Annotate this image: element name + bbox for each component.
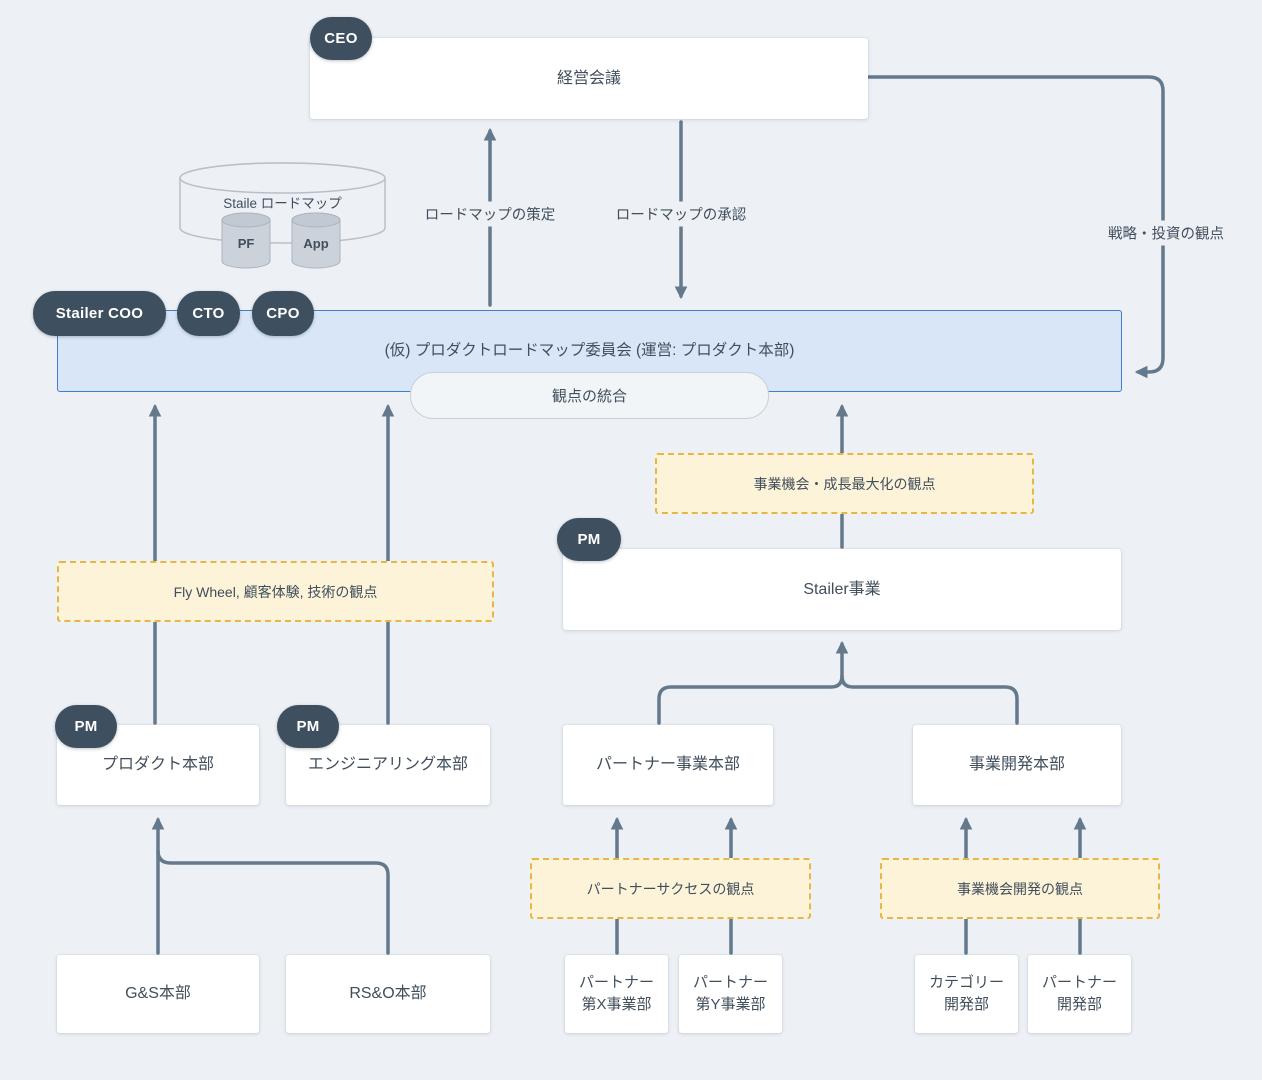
stailer-coo-badge: Stailer COO xyxy=(33,291,166,336)
rso-hq-label: RS&O本部 xyxy=(349,985,427,1002)
node-management-meeting: 経営会議 xyxy=(310,38,868,119)
note-bizdev-perspective: 事業機会開発の観点 xyxy=(880,858,1160,919)
edge-partnerhq-to-stailer xyxy=(657,640,849,725)
pm-badge-product: PM xyxy=(55,705,117,748)
edge-bizdevhq-to-stailer xyxy=(840,674,1019,725)
management-meeting-label: 経営会議 xyxy=(556,69,621,87)
node-business-dev-hq: 事業開発本部 xyxy=(913,725,1121,805)
node-engineering-hq: エンジニアリング本部 xyxy=(286,725,490,805)
partner-dev-div-label: パートナー 開発部 xyxy=(1041,973,1117,1014)
partner-y-div-label: パートナー 第Y事業部 xyxy=(692,973,768,1014)
roadmap-store-label: Staile ロードマップ xyxy=(223,196,342,211)
edge-rso-to-product xyxy=(156,849,390,955)
node-stailer-business: Stailer事業 xyxy=(563,549,1121,630)
node-category-dev-div: カテゴリー 開発部 xyxy=(915,955,1018,1033)
stailer-business-label: Stailer事業 xyxy=(803,580,881,598)
edge-label-approve: ロードマップの承認 xyxy=(609,201,753,227)
note-growth-perspective: 事業機会・成長最大化の観点 xyxy=(655,453,1034,514)
node-gs-hq: G&S本部 xyxy=(57,955,259,1033)
gs-hq-label: G&S本部 xyxy=(125,985,191,1002)
ceo-badge: CEO xyxy=(310,17,372,60)
edge-label-formulate: ロードマップの策定 xyxy=(418,201,562,227)
roadmap-pf-label: PF xyxy=(237,235,255,251)
business-dev-hq-label: 事業開発本部 xyxy=(968,756,1065,773)
pf-database-cylinder xyxy=(221,212,271,269)
node-partner-dev-div: パートナー 開発部 xyxy=(1028,955,1131,1033)
roadmap-app-label: App xyxy=(303,235,329,251)
cto-badge: CTO xyxy=(177,291,240,336)
committee-title: (仮) プロダクトロードマップ委員会 (運営: プロダクト本部) xyxy=(384,342,795,359)
engineering-hq-label: エンジニアリング本部 xyxy=(307,756,468,773)
partner-business-hq-label: パートナー事業本部 xyxy=(595,756,740,773)
app-database-cylinder xyxy=(291,212,341,269)
note-flywheel-perspective: Fly Wheel, 顧客体験, 技術の観点 xyxy=(57,561,494,622)
integration-pill: 観点の統合 xyxy=(410,372,769,419)
category-dev-div-label: カテゴリー 開発部 xyxy=(928,973,1004,1014)
product-hq-label: プロダクト本部 xyxy=(101,756,214,773)
node-partner-x-div: パートナー 第X事業部 xyxy=(565,955,668,1033)
node-partner-business-hq: パートナー事業本部 xyxy=(563,725,773,805)
pm-badge-stailer: PM xyxy=(557,518,621,561)
node-partner-y-div: パートナー 第Y事業部 xyxy=(679,955,782,1033)
cpo-badge: CPO xyxy=(252,291,314,336)
edge-label-strategy: 戦略・投資の観点 xyxy=(1102,220,1230,246)
partner-x-div-label: パートナー 第X事業部 xyxy=(578,973,654,1014)
note-partner-success-perspective: パートナーサクセスの観点 xyxy=(530,858,811,919)
pm-badge-engineering: PM xyxy=(277,705,339,748)
node-rso-hq: RS&O本部 xyxy=(286,955,490,1033)
